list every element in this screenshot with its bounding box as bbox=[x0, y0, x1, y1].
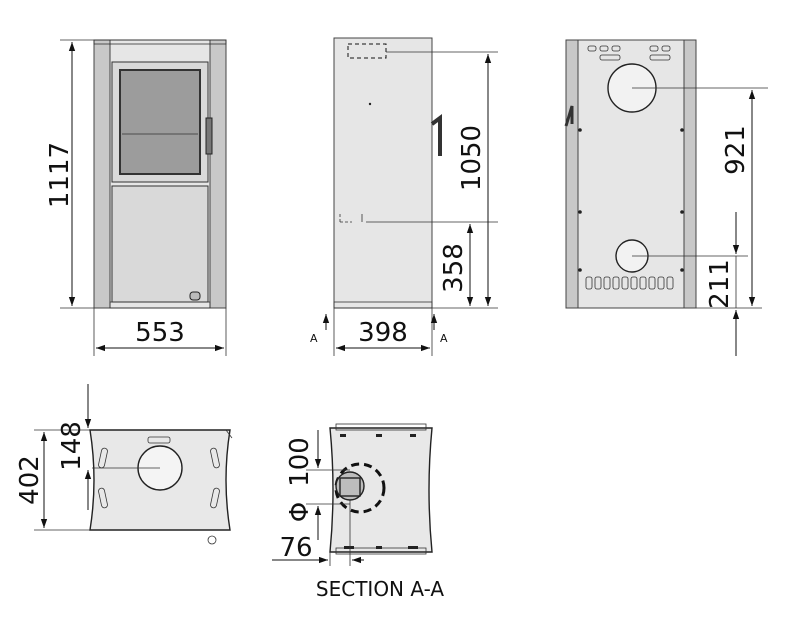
stove-left-panel bbox=[93, 39, 111, 309]
side-outlet-height-label: 1050 bbox=[457, 125, 487, 191]
front-view: 1117 553 bbox=[45, 39, 227, 356]
rear-inlet-height-label: 211 bbox=[705, 259, 735, 309]
lower-door bbox=[111, 185, 209, 303]
top-depth-label: 402 bbox=[15, 455, 45, 505]
top-slots bbox=[98, 447, 220, 509]
side-body bbox=[333, 37, 433, 309]
rear-handle bbox=[564, 105, 574, 127]
door-handle bbox=[205, 117, 213, 155]
section-marker-left: A bbox=[310, 332, 318, 345]
side-view: 1050 358 398 A A bbox=[310, 37, 498, 356]
top-outlet-dashed bbox=[347, 43, 387, 59]
rear-view: 921 211 bbox=[564, 39, 768, 356]
section-dashed-ring bbox=[334, 462, 386, 514]
rear-outlet-height-label: 921 bbox=[721, 125, 751, 175]
control-knob bbox=[189, 291, 201, 301]
section-marker-right: A bbox=[440, 332, 448, 345]
side-base bbox=[333, 301, 433, 309]
rear-screws bbox=[578, 128, 684, 272]
section-slots bbox=[340, 434, 418, 549]
top-plate bbox=[93, 39, 227, 45]
section-outline bbox=[329, 427, 433, 553]
section-view: 100 Φ 76 SECTION A-A bbox=[272, 423, 444, 601]
top-outlet-offset-label: 148 bbox=[57, 421, 87, 471]
stove-base bbox=[109, 301, 211, 309]
section-title: SECTION A-A bbox=[316, 577, 444, 601]
top-view: 402 148 bbox=[15, 384, 233, 545]
front-height-label: 1117 bbox=[45, 142, 75, 208]
side-handle bbox=[430, 114, 442, 156]
bottom-vents bbox=[585, 276, 674, 290]
diameter-symbol: Φ bbox=[285, 502, 315, 522]
section-outlet-size-label: 100 bbox=[285, 437, 315, 487]
rear-right-panel bbox=[683, 39, 697, 309]
door-glass bbox=[119, 69, 201, 175]
section-inlet-offset-label: 76 bbox=[279, 533, 312, 563]
side-inlet-height-label: 358 bbox=[439, 243, 469, 293]
front-width-label: 553 bbox=[135, 318, 185, 348]
top-vents bbox=[587, 45, 671, 61]
rear-left-panel bbox=[565, 39, 579, 309]
side-depth-label: 398 bbox=[358, 318, 408, 348]
stove-right-panel bbox=[209, 39, 227, 309]
